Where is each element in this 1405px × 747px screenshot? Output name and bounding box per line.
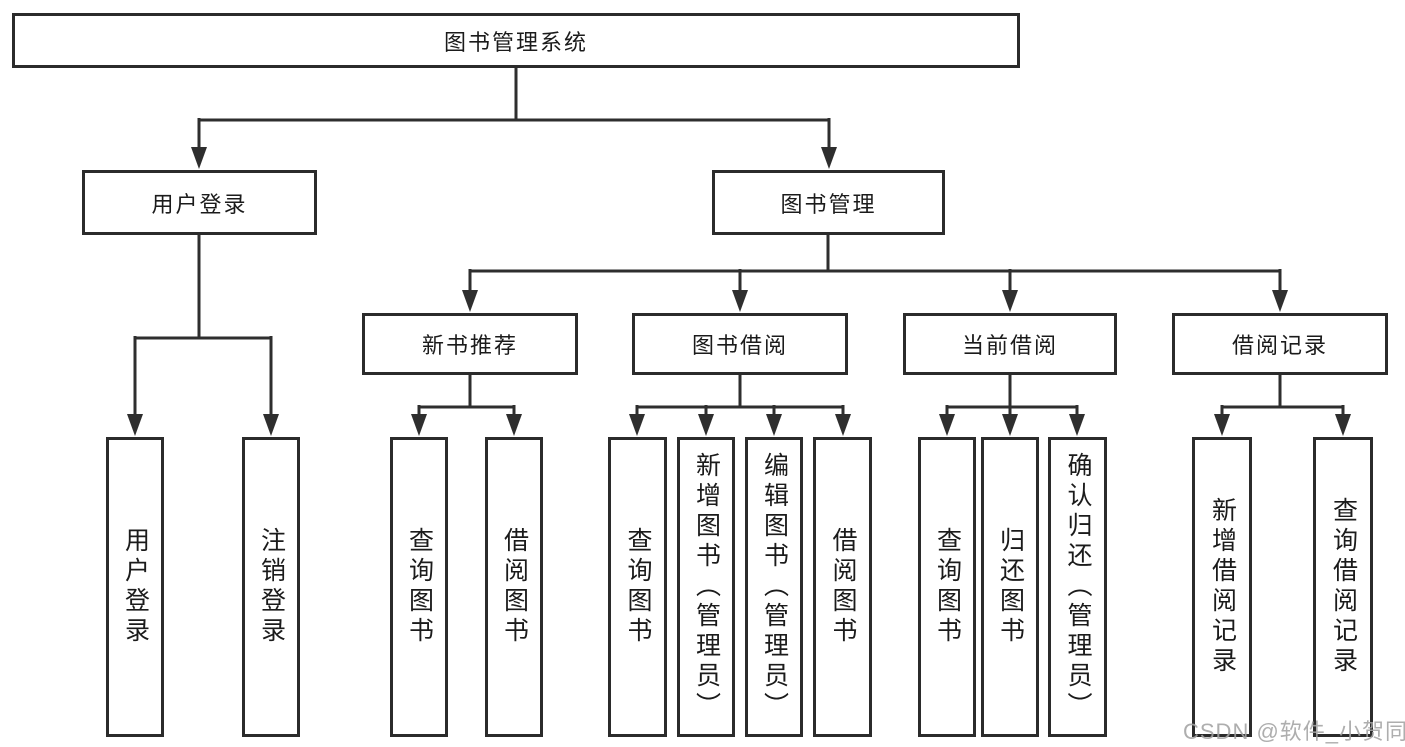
branch-user-login: 用户登录 bbox=[82, 170, 317, 235]
leaf-query-borrow-record-label: 查询借阅记录 bbox=[1329, 497, 1358, 677]
leaf-edit-books-admin: 编辑图书（管理员） bbox=[745, 437, 803, 737]
leaf-return-books-label: 归还图书 bbox=[996, 527, 1025, 647]
branch-book-management-label: 图书管理 bbox=[780, 191, 877, 217]
group-current-borrow: 当前借阅 bbox=[903, 313, 1117, 375]
leaf-logout-label: 注销登录 bbox=[257, 527, 286, 647]
edge-book-management-to-level3 bbox=[462, 235, 1288, 312]
leaf-borrow-query-books: 查询图书 bbox=[608, 437, 667, 737]
leaf-logout: 注销登录 bbox=[242, 437, 300, 737]
edge-current-borrow-to-leaves bbox=[939, 375, 1085, 436]
leaf-add-books-admin: 新增图书（管理员） bbox=[677, 437, 735, 737]
group-current-borrow-label: 当前借阅 bbox=[961, 333, 1058, 358]
branch-user-login-label: 用户登录 bbox=[151, 191, 248, 217]
leaf-edit-books-admin-label: 编辑图书（管理员） bbox=[760, 452, 789, 722]
leaf-newbook-query-books-label: 查询图书 bbox=[405, 527, 434, 647]
leaf-newbook-borrow-books: 借阅图书 bbox=[485, 437, 543, 737]
group-new-book-recommend: 新书推荐 bbox=[362, 313, 578, 375]
edge-new-book-to-leaves bbox=[411, 375, 522, 436]
group-book-borrow-label: 图书借阅 bbox=[691, 333, 788, 358]
leaf-user-login-label: 用户登录 bbox=[121, 527, 150, 647]
group-borrow-records: 借阅记录 bbox=[1172, 313, 1388, 375]
group-new-book-recommend-label: 新书推荐 bbox=[421, 333, 518, 358]
group-book-borrow: 图书借阅 bbox=[632, 313, 848, 375]
root-node: 图书管理系统 bbox=[12, 13, 1020, 68]
leaf-borrow-query-books-label: 查询图书 bbox=[624, 527, 652, 647]
leaf-borrow-borrow-books-label: 借阅图书 bbox=[829, 527, 857, 647]
edge-book-borrow-to-leaves bbox=[629, 375, 851, 436]
leaf-confirm-return-admin: 确认归还（管理员） bbox=[1048, 437, 1107, 737]
branch-book-management: 图书管理 bbox=[712, 170, 945, 235]
root-node-label: 图书管理系统 bbox=[443, 29, 588, 55]
leaf-newbook-query-books: 查询图书 bbox=[390, 437, 448, 737]
edge-root-to-level2 bbox=[191, 68, 837, 169]
edge-borrow-records-to-leaves bbox=[1214, 375, 1351, 436]
leaf-add-books-admin-label: 新增图书（管理员） bbox=[692, 452, 721, 722]
leaf-add-borrow-record-label: 新增借阅记录 bbox=[1208, 497, 1237, 677]
leaf-add-borrow-record: 新增借阅记录 bbox=[1192, 437, 1252, 737]
leaf-borrow-borrow-books: 借阅图书 bbox=[813, 437, 872, 737]
edge-user-login-to-leaves bbox=[127, 235, 279, 436]
csdn-watermark: CSDN @软件_小贺同学 bbox=[1183, 719, 1405, 744]
leaf-current-query-books: 查询图书 bbox=[918, 437, 976, 737]
group-borrow-records-label: 借阅记录 bbox=[1231, 333, 1328, 358]
leaf-newbook-borrow-books-label: 借阅图书 bbox=[500, 527, 529, 647]
leaf-confirm-return-admin-label: 确认归还（管理员） bbox=[1064, 452, 1092, 722]
leaf-user-login: 用户登录 bbox=[106, 437, 164, 737]
leaf-return-books: 归还图书 bbox=[981, 437, 1039, 737]
leaf-current-query-books-label: 查询图书 bbox=[933, 527, 962, 647]
leaf-query-borrow-record: 查询借阅记录 bbox=[1313, 437, 1373, 737]
